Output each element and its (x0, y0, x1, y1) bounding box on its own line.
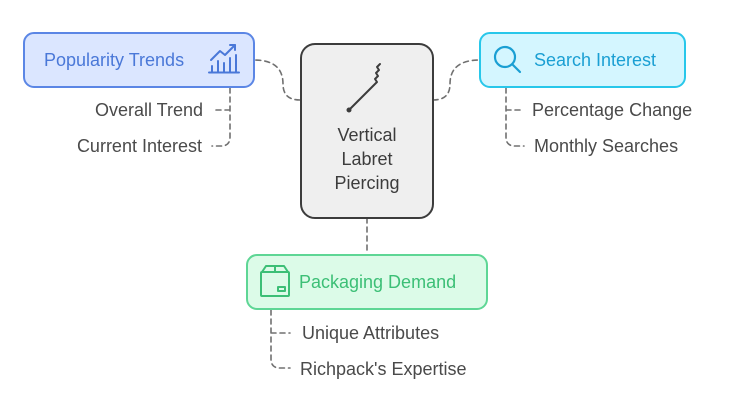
search-item-monthly-searches: Monthly Searches (534, 136, 678, 156)
connector-search-items (505, 87, 525, 147)
magnifier-icon (493, 45, 522, 74)
packaging-demand-node[interactable]: Packaging Demand (246, 254, 488, 310)
connector-packaging-items (270, 309, 291, 369)
connectors (211, 59, 525, 369)
center-title-line-3: Piercing (334, 173, 399, 193)
packaging-demand-title: Packaging Demand (299, 272, 456, 292)
search-item-percentage-change: Percentage Change (532, 100, 692, 120)
packaging-item-richpack-expertise: Richpack's Expertise (300, 359, 467, 379)
popularity-item-overall-trend: Overall Trend (95, 100, 203, 120)
center-title-line-1: Vertical (337, 125, 396, 145)
search-interest-node[interactable]: Search Interest (479, 32, 686, 88)
chart-trend-icon (208, 44, 240, 74)
connector-popularity-items (211, 87, 231, 147)
box-icon (260, 265, 290, 297)
popularity-trends-box (23, 32, 255, 88)
search-interest-title: Search Interest (534, 50, 656, 70)
center-node-box (300, 43, 434, 219)
popularity-trends-node[interactable]: Popularity Trends (23, 32, 255, 88)
popularity-item-current-interest: Current Interest (77, 136, 202, 156)
center-title-line-2: Labret (341, 149, 392, 169)
connector-center-search (432, 59, 481, 101)
center-node[interactable]: Vertical Labret Piercing (300, 43, 434, 219)
popularity-trends-title: Popularity Trends (44, 50, 184, 70)
packaging-item-unique-attributes: Unique Attributes (302, 323, 439, 343)
search-interest-box (479, 32, 686, 88)
packaging-demand-box (246, 254, 488, 310)
connector-center-popularity (253, 59, 301, 101)
piercing-icon (346, 63, 381, 113)
